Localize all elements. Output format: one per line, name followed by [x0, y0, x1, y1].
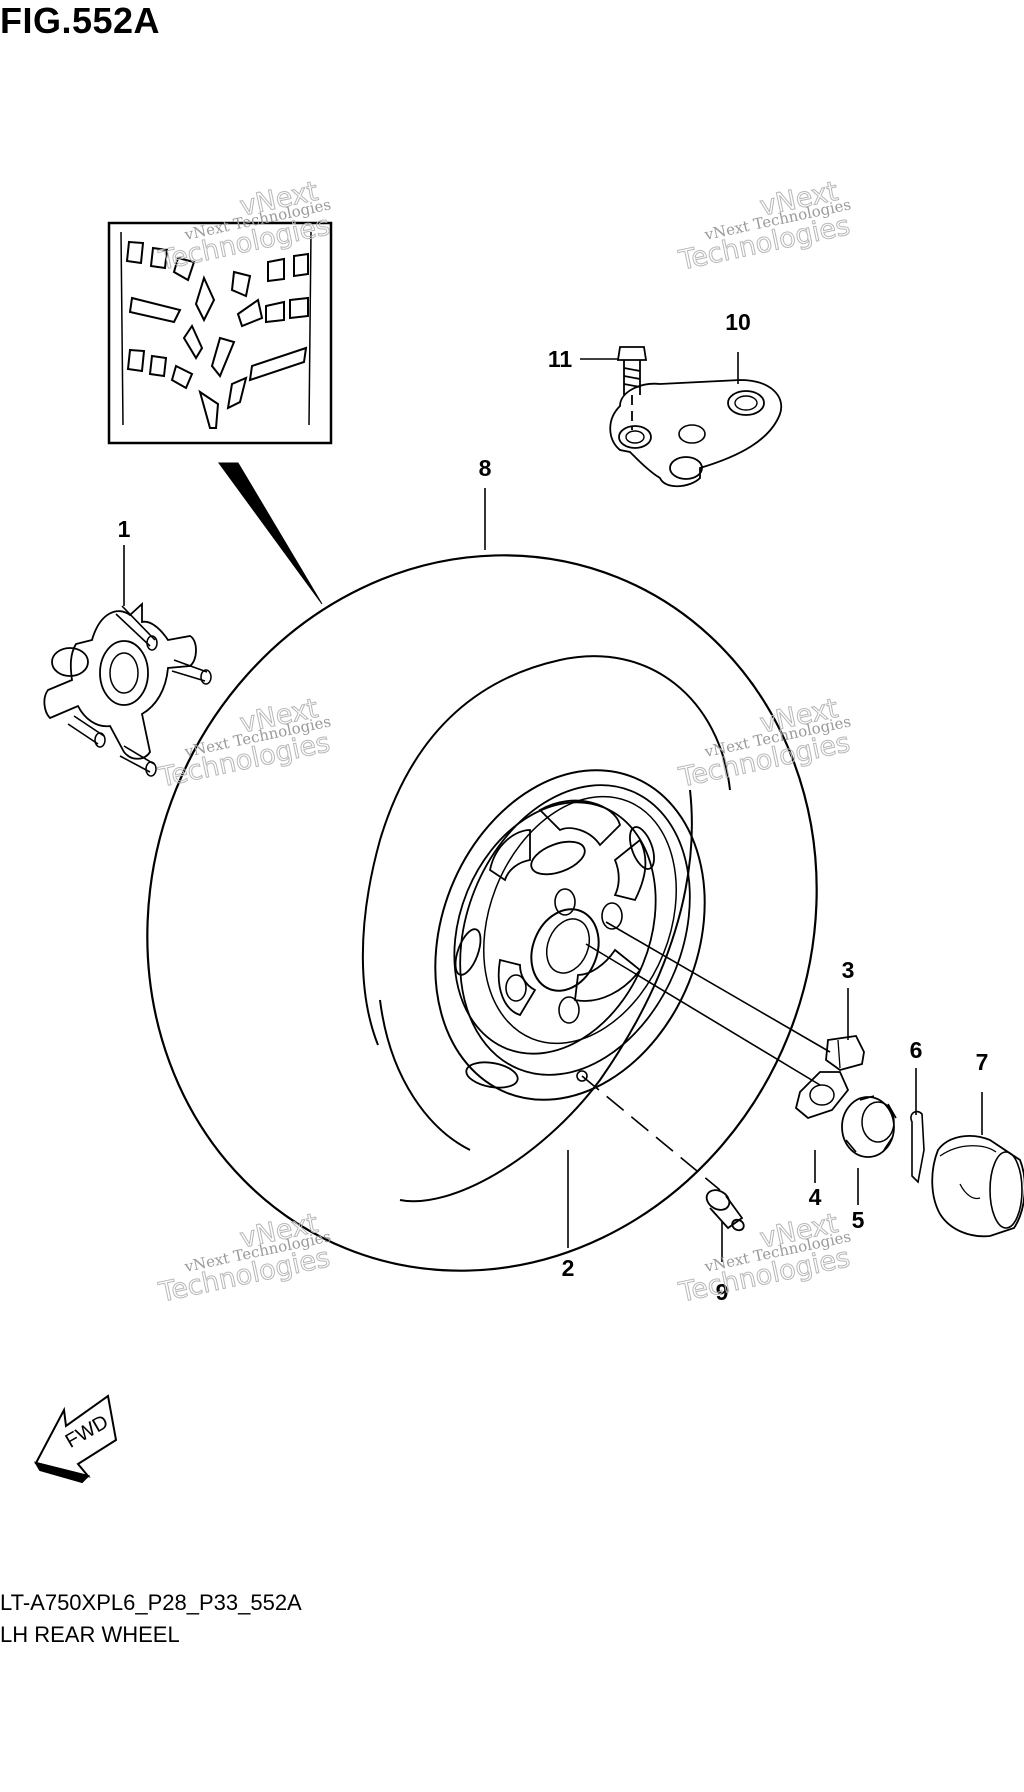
- bracket: [609, 379, 783, 488]
- callout-1: 1: [118, 516, 131, 542]
- callout-5: 5: [852, 1207, 865, 1233]
- wheel-rim: [434, 769, 706, 1101]
- lock-washer: [794, 1071, 850, 1120]
- wheel-hub: [43, 601, 212, 777]
- callout-3: 3: [842, 957, 855, 983]
- model-code: LT-A750XPL6_P28_P33_552A: [0, 1590, 302, 1615]
- tire-valve: [705, 1189, 745, 1232]
- cotter-pin: [910, 1110, 925, 1184]
- callout-9: 9: [716, 1279, 729, 1305]
- forward-arrow-icon: [33, 1394, 118, 1484]
- callout-8: 8: [479, 455, 492, 481]
- callout-2: 2: [562, 1255, 575, 1281]
- figure-caption: LH REAR WHEEL: [0, 1622, 180, 1647]
- bolt: [616, 346, 648, 430]
- leader-lines: [123, 352, 983, 1262]
- callout-11: 11: [548, 346, 573, 372]
- callout-7: 7: [976, 1049, 989, 1075]
- wheel-nut: [825, 1035, 865, 1071]
- callout-10: 10: [725, 309, 751, 335]
- hub-cap: [931, 1135, 1024, 1238]
- watermark: vNext Technologies vNext Technologies vN…: [155, 175, 853, 1309]
- inset-pointer: [218, 462, 323, 605]
- callout-4: 4: [809, 1184, 822, 1210]
- tread-pattern-inset: [107, 221, 333, 445]
- castle-nut: [841, 1095, 897, 1158]
- tire: [146, 554, 818, 1272]
- callout-6: 6: [910, 1037, 923, 1063]
- figure-title: FIG.552A: [0, 0, 161, 41]
